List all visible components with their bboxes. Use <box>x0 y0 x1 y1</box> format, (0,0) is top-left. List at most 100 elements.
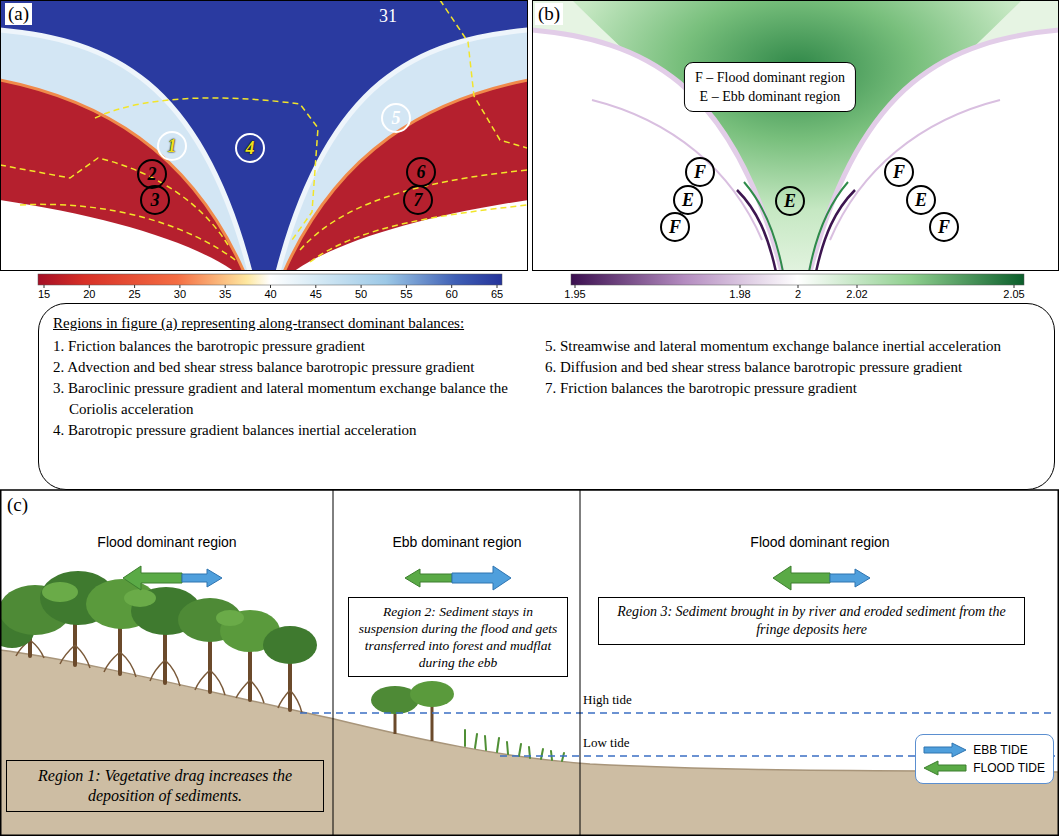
colorbar-ticks <box>44 285 45 288</box>
colorbar-ticks <box>44 285 497 288</box>
colorbar-tick-label: 25 <box>128 288 140 301</box>
colorbar-tick-label: 2.05 <box>1003 288 1024 301</box>
callout-circle: 4 <box>235 133 265 163</box>
callout-circle: 1 <box>157 131 187 161</box>
mangrove-canopy <box>0 571 317 664</box>
salinity-map <box>278 30 527 270</box>
region-note: Region 3: Sediment brought in by river a… <box>607 603 1016 639</box>
callout-number: F <box>893 163 905 181</box>
prop-roots <box>60 645 90 668</box>
legend-text: FLOOD TIDE <box>973 760 1045 776</box>
callout-number: F <box>938 218 950 236</box>
panel-divider <box>580 490 581 836</box>
colorbar-ticks <box>1014 285 1015 288</box>
panel-label: (b) <box>535 3 563 25</box>
colorbar-tick-label: 60 <box>446 288 458 301</box>
panel-label: (c) <box>7 494 28 516</box>
colorbar-tick-label: 1.98 <box>729 288 750 301</box>
legend-row: FLOOD TIDE <box>924 760 1045 776</box>
mangrove-canopy <box>124 589 156 607</box>
colorbar-tick-label: 55 <box>400 288 412 301</box>
callout-number: 7 <box>414 191 423 209</box>
callout-circle: F <box>660 212 690 242</box>
panel-label: (a) <box>5 3 32 25</box>
callout-circle: F <box>929 212 959 242</box>
region-heading: Flood dominant region <box>750 534 889 550</box>
young-mangroves <box>464 730 466 746</box>
callout-number: F <box>669 218 681 236</box>
legend-text: EBB TIDE <box>973 742 1027 758</box>
region-item: 1. Friction balances the barotropic pres… <box>53 336 531 357</box>
region-note: Region 1: Vegetative drag increases the … <box>15 766 315 806</box>
callout-circle: 7 <box>403 185 433 215</box>
callout-number: E <box>784 192 796 210</box>
legend-arrow <box>924 743 966 757</box>
salinity-map <box>0 0 527 270</box>
tide-arrows <box>123 566 182 590</box>
colorbar-ticks <box>575 285 576 288</box>
colorbar-tick-label: 15 <box>38 288 50 301</box>
prop-roots <box>150 660 180 686</box>
regions-heading: Regions in figure (a) representing along… <box>53 313 1054 333</box>
legend-arrow <box>924 761 966 775</box>
tide-arrows <box>452 566 511 590</box>
young-mangroves <box>497 738 499 752</box>
callout-circle: E <box>673 185 703 215</box>
colorbar-ticks <box>225 285 226 288</box>
region-item: 6. Diffusion and bed shear stress balanc… <box>545 357 1040 378</box>
mangrove-cross-section <box>0 490 1059 836</box>
region-item: 7. Friction balances the barotropic pres… <box>545 378 1040 399</box>
regions-column: 5. Streamwise and lateral momentum excha… <box>545 336 1040 441</box>
callout-number: 5 <box>392 109 401 127</box>
mangrove-cross-section <box>0 650 1059 836</box>
prop-roots <box>236 680 264 703</box>
regions-column: 1. Friction balances the barotropic pres… <box>53 336 531 441</box>
callout-number: F <box>694 163 706 181</box>
legend-arrow <box>924 761 966 775</box>
salinity-map <box>0 30 250 270</box>
prop-roots <box>278 690 302 713</box>
legend-arrow <box>924 743 966 757</box>
colorbar-ticks <box>315 285 316 288</box>
mangrove-canopy <box>263 626 317 664</box>
callout-circle: E <box>775 186 805 216</box>
prop-roots <box>195 670 225 695</box>
regions-box: Regions in figure (a) representing along… <box>38 303 1055 490</box>
colorbar-ticks <box>361 285 362 288</box>
region-note: Region 2: Sediment stays in suspension d… <box>357 603 559 671</box>
region-heading: Ebb dominant region <box>392 534 521 550</box>
colorbar-ticks <box>575 285 1014 288</box>
callout-number: 1 <box>168 137 177 155</box>
colorbar-tick-label: 20 <box>83 288 95 301</box>
colorbar-ticks <box>134 285 135 288</box>
colorbar <box>571 274 1024 285</box>
callout-number: 6 <box>417 163 426 181</box>
colorbar-tick-label: 30 <box>174 288 186 301</box>
colorbar-ticks <box>179 285 180 288</box>
legend-text: F – Flood dominant region <box>695 68 845 87</box>
high-tide-line <box>300 712 1055 714</box>
legend-text: E – Ebb dominant region <box>695 87 845 106</box>
region-note-box: Region 2: Sediment stays in suspension d… <box>348 597 568 677</box>
young-mangroves <box>485 736 486 750</box>
tidal-asymmetry-map <box>532 0 1059 270</box>
colorbar-ticks <box>406 285 407 288</box>
region-note-box: Region 3: Sediment brought in by river a… <box>598 597 1025 645</box>
panel-frame <box>1 490 1059 835</box>
colorbar-tick-label: 65 <box>491 288 503 301</box>
callout-circle: E <box>906 185 936 215</box>
callout-circle: 6 <box>406 157 436 187</box>
colorbar-ticks <box>740 285 741 288</box>
region-boundary <box>440 0 527 148</box>
region-heading: Flood dominant region <box>97 534 236 550</box>
tide-level-label: High tide <box>583 693 632 708</box>
colorbar-tick-label: 40 <box>264 288 276 301</box>
legend-row: EBB TIDE <box>924 742 1045 758</box>
callout-circle: 3 <box>140 185 170 215</box>
young-mangroves <box>507 742 508 754</box>
legend-box: F – Flood dominant regionE – Ebb dominan… <box>684 62 856 112</box>
callout-number: E <box>682 191 694 209</box>
region-note-box: Region 1: Vegetative drag increases the … <box>6 760 324 812</box>
tide-arrows <box>123 566 870 590</box>
tide-arrows <box>773 566 830 590</box>
